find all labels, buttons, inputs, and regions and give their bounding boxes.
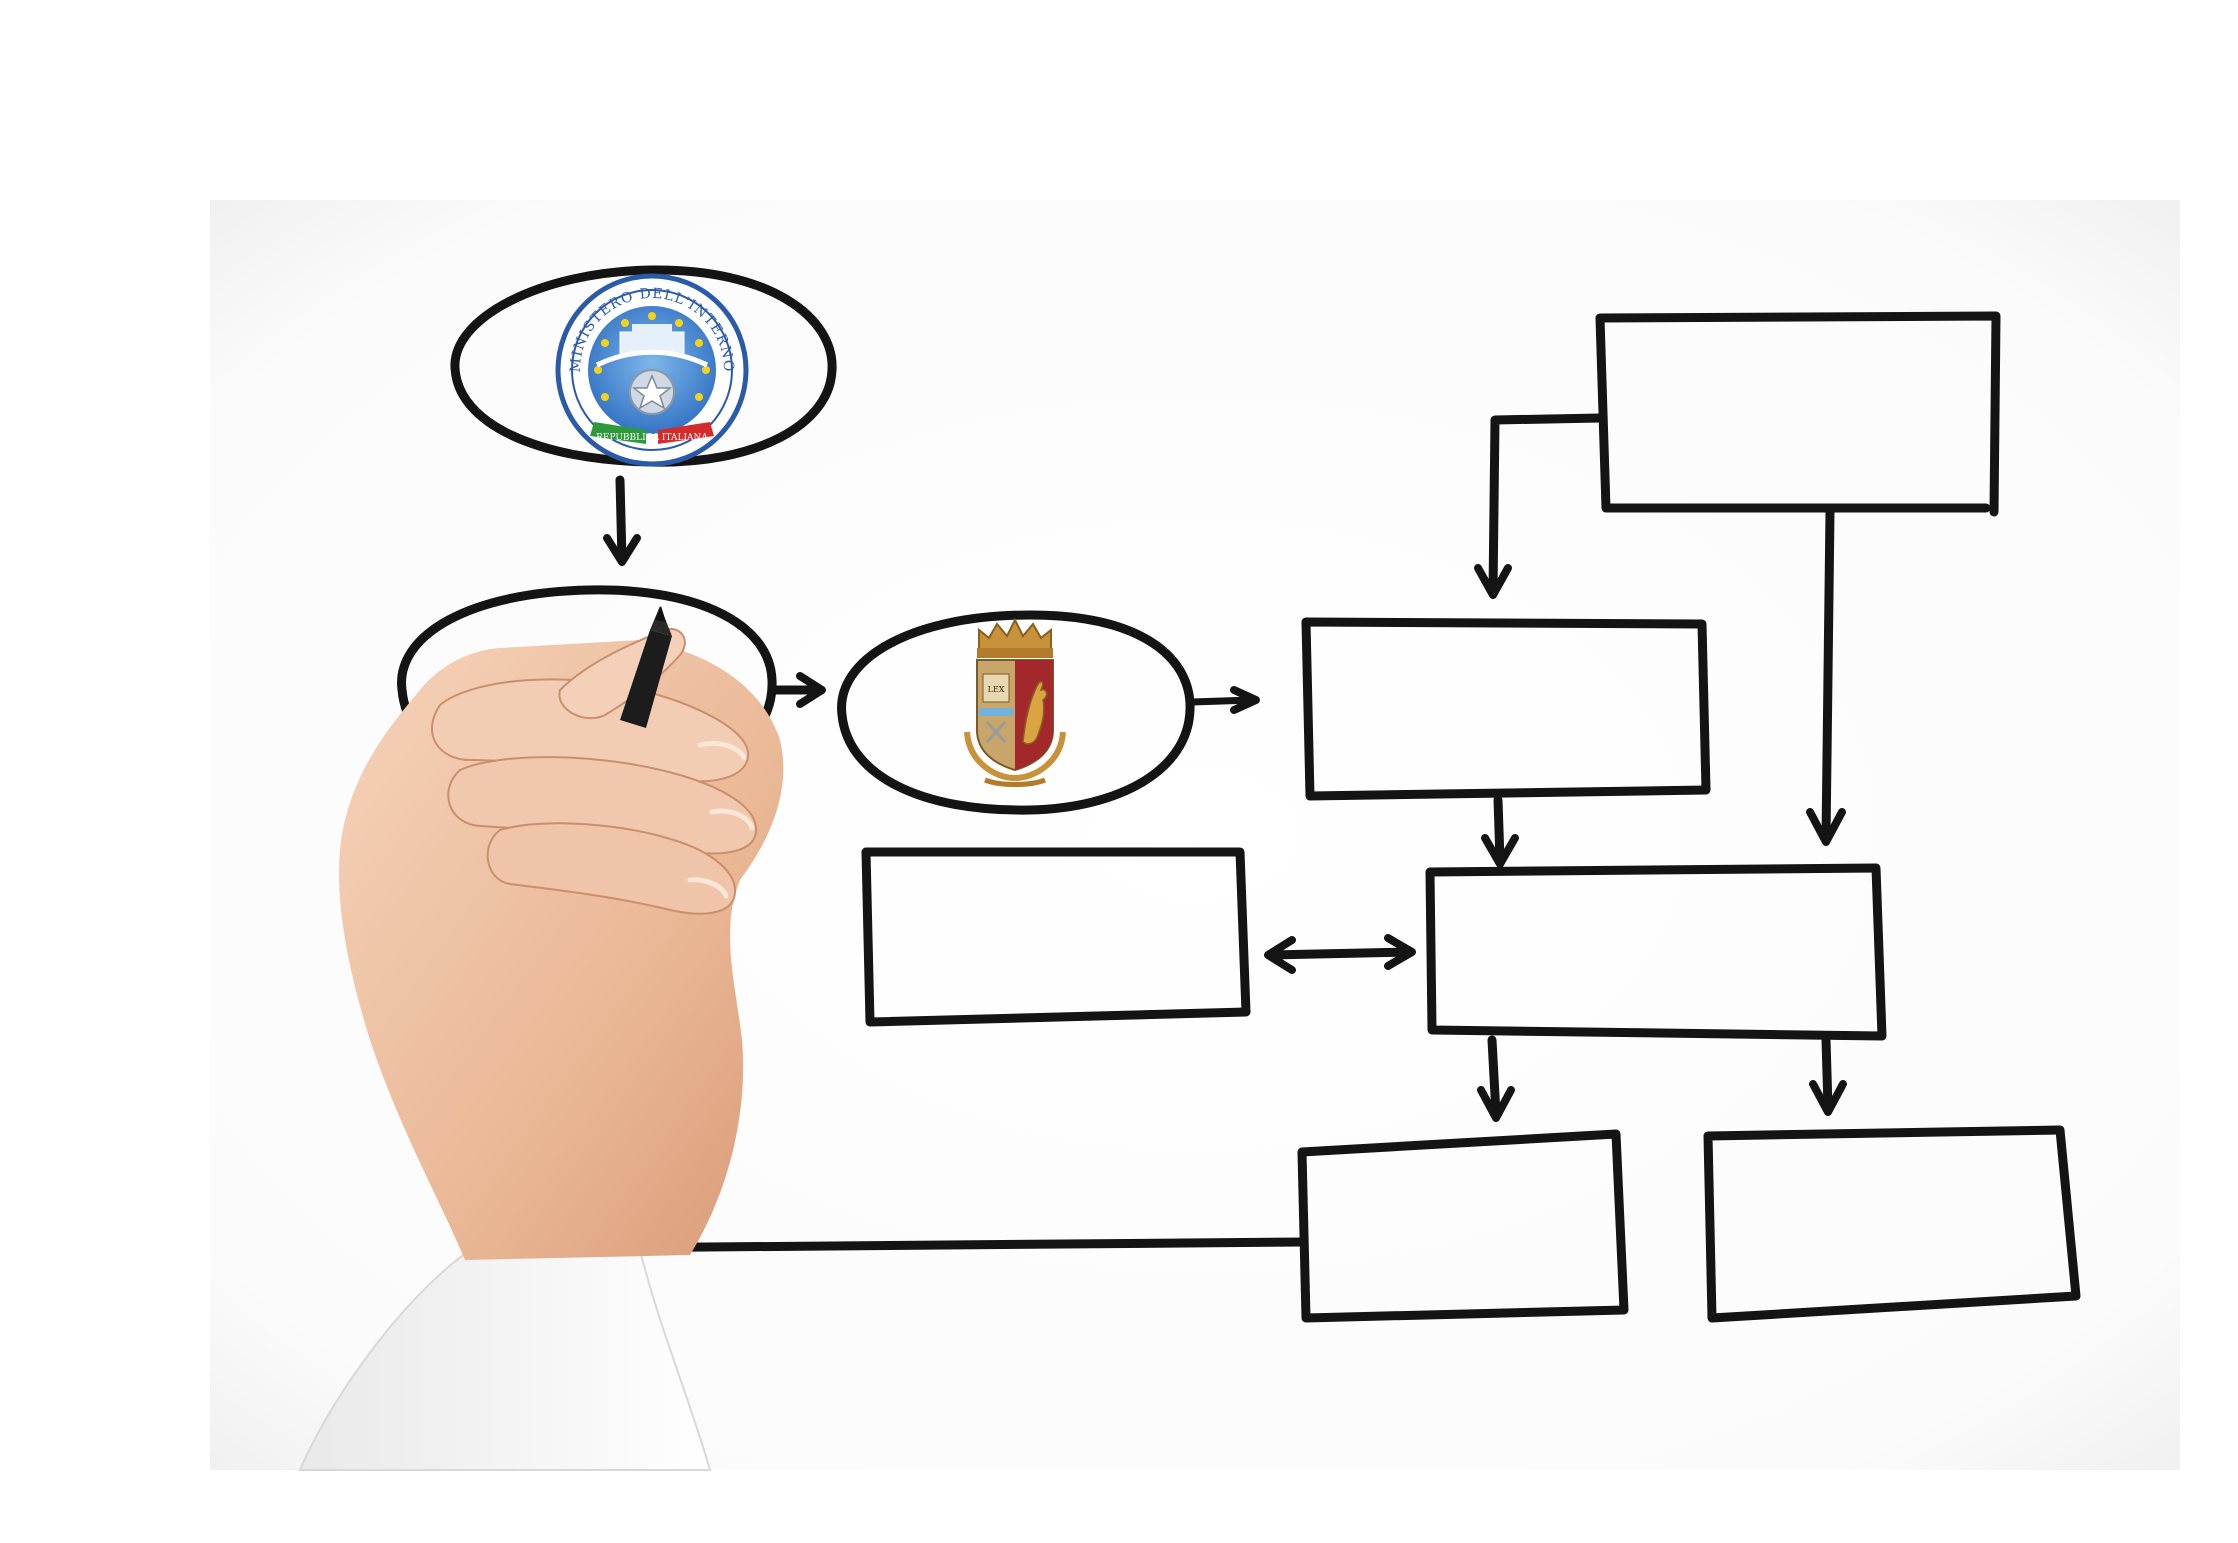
ministry-seal-logo: MINISTERO DELL'INTERNO REPUBBLICA ITALIA… (555, 273, 749, 467)
marker-pen (620, 606, 672, 728)
arrow-ministry-to-hand-node (603, 475, 641, 566)
double-arrow (1264, 934, 1416, 974)
box-bottom-right (1703, 1125, 2081, 1323)
hand-illustration (298, 606, 784, 1471)
seal-ribbon-text: REPUBBLICA ITALIANA (596, 433, 708, 443)
ministry-node: MINISTERO DELL'INTERNO REPUBBLICA ITALIA… (450, 265, 837, 467)
arrow-centerright-to-bottom-left (1477, 1035, 1515, 1122)
box-bottom-left (1297, 1129, 1629, 1323)
police-crest-logo: LEX (964, 617, 1066, 787)
ministry-ellipse (450, 265, 837, 467)
police-node: LEX (837, 610, 1195, 815)
box-top-right (1595, 311, 2001, 517)
box-center-right (1425, 863, 1887, 1041)
box-left-middle (861, 847, 1251, 1027)
crest-shield-text: LEX (988, 685, 1005, 694)
arrow-topright-to-middle (1474, 413, 1605, 599)
arrow-topright-to-centerright (1806, 507, 1846, 846)
arrow-start-to-police (770, 672, 826, 708)
box-middle (1301, 617, 1711, 801)
arrow-police-to-box (1188, 686, 1260, 714)
arrow-centerright-to-bottom-right (1809, 1035, 1847, 1116)
police-ellipse (837, 610, 1195, 815)
arrow-middle-to-centerright (1481, 795, 1519, 868)
